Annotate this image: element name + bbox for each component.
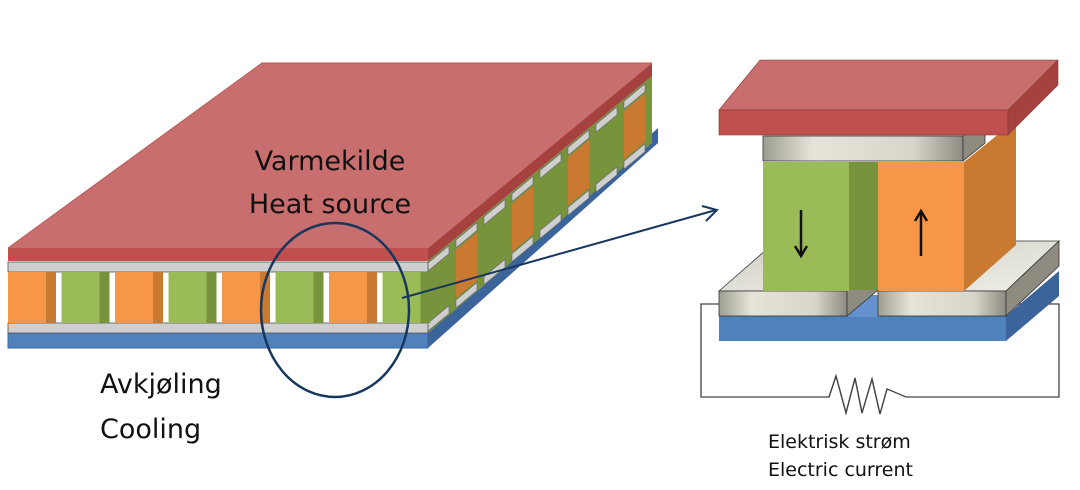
n-type-leg xyxy=(275,272,314,323)
side-conductor xyxy=(567,129,590,157)
p-type-leg xyxy=(329,272,367,323)
n-type-leg xyxy=(596,116,617,183)
leg-side xyxy=(46,272,56,323)
leg-side xyxy=(420,272,431,323)
electric-current-label-no: Elektrisk strøm xyxy=(768,431,911,453)
zoom-arrow xyxy=(401,205,719,299)
p-type-leg xyxy=(8,272,46,323)
resistor-icon xyxy=(828,373,888,416)
leg-side xyxy=(153,272,163,323)
side-conductor xyxy=(595,166,618,193)
cooling-label-no: Avkjøling xyxy=(100,369,222,400)
side-conductor xyxy=(483,198,506,226)
n-type-leg xyxy=(382,272,421,323)
n-type-leg xyxy=(484,209,505,275)
heat-source-label-en: Heat source xyxy=(249,189,411,220)
side-conductor xyxy=(539,212,562,240)
cooling-label-en: Cooling xyxy=(100,414,201,445)
down-arrow-icon xyxy=(793,210,809,259)
p-type-leg xyxy=(568,140,589,206)
leg-side xyxy=(206,272,217,323)
leg-side xyxy=(260,272,270,323)
bottom-conductor-strip xyxy=(7,322,429,334)
side-conductor xyxy=(455,221,478,249)
leg-side xyxy=(313,272,324,323)
side-conductor xyxy=(623,83,646,110)
n-type-leg xyxy=(763,162,880,291)
heat-source-plate xyxy=(7,62,652,261)
side-conductor xyxy=(539,152,562,180)
p-type-leg xyxy=(115,272,153,323)
n-type-leg xyxy=(168,272,207,323)
side-conductor xyxy=(623,143,646,170)
n-type-leg xyxy=(540,163,561,229)
side-conductor xyxy=(567,189,590,217)
thermocouple-detail xyxy=(700,59,1061,416)
side-conductor xyxy=(455,281,478,309)
side-legs xyxy=(427,76,652,333)
heat-source-label-no: Varmekilde xyxy=(255,146,406,177)
front-legs xyxy=(7,261,431,334)
p-type-leg xyxy=(222,272,260,323)
electric-current-label-en: Electric current xyxy=(768,459,913,481)
p-type-leg xyxy=(624,93,645,160)
top-conductor-strip xyxy=(7,261,429,273)
side-conductor xyxy=(595,106,618,133)
detail-heat-plate xyxy=(718,59,1059,136)
highlight-ring xyxy=(259,221,411,399)
leg-side xyxy=(367,272,377,323)
side-conductor xyxy=(511,235,534,263)
p-type-leg xyxy=(512,186,533,252)
n-type-leg xyxy=(61,272,100,323)
thermoelectric-module: Varmekilde Heat source xyxy=(7,62,658,399)
up-arrow-icon xyxy=(913,208,929,256)
leg-side xyxy=(99,272,110,323)
side-conductor xyxy=(511,175,534,203)
